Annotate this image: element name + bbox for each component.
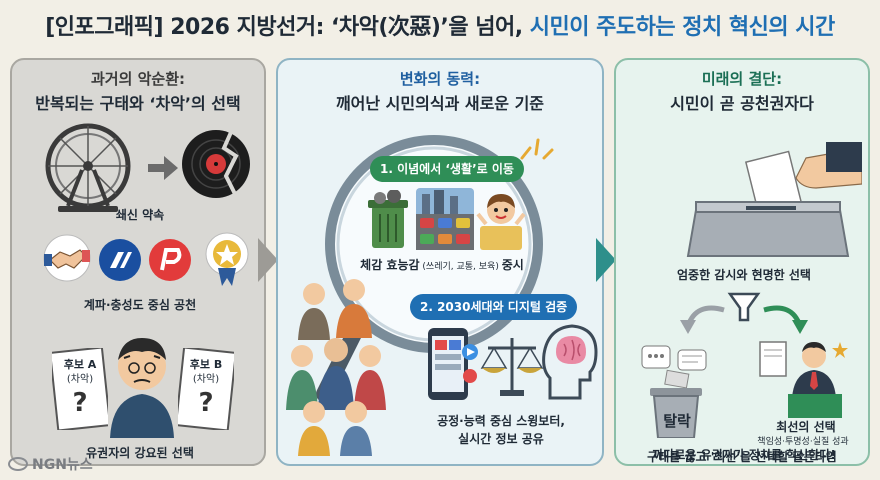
past-caption-nomination: 계파·충성도 중심 공천: [83, 298, 197, 312]
select-sub: 책임성·투명성·실질 성과: [757, 437, 849, 447]
title-part-1: [인포그래픽] 2026 지방선거: ‘차악(次惡)’을 넘어,: [45, 15, 530, 40]
step-2-caption-line1: 공정·능력 중심 스윙보터,: [437, 414, 565, 428]
trash-bin-icon: [368, 190, 408, 248]
scale-of-justice-icon: [480, 338, 544, 396]
candidate-a-line2: (차악): [66, 374, 94, 385]
future-kicker: 미래의 결단:: [701, 70, 783, 88]
candidate-a-line1: 후보 A: [63, 358, 97, 371]
globe-logo-icon: [8, 457, 28, 471]
handshake-icon: [43, 234, 91, 282]
smartphone-icon: [428, 328, 478, 400]
select-label: 최선의 선택: [776, 420, 836, 434]
candidate-b-sign: [178, 348, 234, 430]
future-heading: 시민이 곧 공천권자다: [670, 94, 814, 113]
broken-record-icon: [182, 129, 250, 201]
citizens-group-icon: [286, 279, 386, 456]
step-1-caption: 체감 효능감 (쓰레기, 교통, 보육) 중시: [278, 256, 602, 273]
flow-arrow-2: [596, 238, 616, 282]
arrow-right-icon: [148, 156, 178, 180]
past-kicker: 과거의 악순환:: [90, 70, 186, 88]
publisher-logo: NGN뉴스: [8, 454, 93, 474]
step-1-caption-tail: 중시: [501, 258, 524, 272]
reject-label: 탈락: [663, 412, 691, 430]
ballot-box-icon: [686, 142, 862, 257]
past-caption-promise: 쇄신 약속: [115, 208, 165, 222]
past-caption-forced-choice: 유권자의 강요된 선택: [86, 446, 194, 460]
rejected-bin-icon: [641, 345, 707, 438]
title-part-2: 시민이 주도하는 정치 혁신의 시간: [529, 15, 836, 40]
sparkle-icon: [520, 138, 554, 160]
logo-text: NGN뉴스: [32, 457, 93, 473]
party-red-logo-icon: [149, 239, 191, 281]
page-title: [인포그래픽] 2026 지방선거: ‘차악(次惡)’을 넘어, 시민이 주도하…: [0, 8, 880, 48]
change-heading: 깨어난 시민의식과 새로운 기준: [335, 94, 545, 113]
party-blue-logo-icon: [99, 239, 141, 281]
happy-child-icon: [476, 194, 526, 250]
step-2-caption-line2: 실시간 정보 공유: [458, 432, 544, 446]
star-badge-icon: [205, 232, 249, 286]
step-1-caption-small: (쓰레기, 교통, 보육): [419, 262, 502, 272]
panel-past: 과거의 악순환: 반복되는 구태와 ‘차악’의 선택 쇄신 약속: [10, 58, 266, 466]
step-1-pill: 1. 이념에서 ‘생활’로 이동: [370, 156, 524, 182]
candidate-a-question-icon: ?: [72, 388, 88, 418]
candidate-b-line1: 후보 B: [189, 358, 223, 371]
closing-line-1: 까다로운 유권자가 정치를 혁신한다!: [652, 448, 836, 462]
step-1-caption-main: 체감 효능감: [360, 258, 420, 272]
closing-line-2: 구태를 끊고 '최선'을 선택할 골든타임: [647, 450, 837, 464]
past-heading: 반복되는 구태와 ‘차악’의 선택: [35, 94, 241, 113]
candidate-a-sign: [52, 348, 108, 430]
panel-change: 변화의 동력: 깨어난 시민의식과 새로운 기준 1. 이념에서 ‘생활’로 이…: [276, 58, 604, 466]
chosen-candidate-icon: [759, 341, 848, 418]
candidate-b-line2: (차악): [192, 374, 220, 385]
change-kicker: 변화의 동력:: [399, 70, 481, 88]
brain-head-icon: [542, 324, 598, 400]
flow-arrow-1: [258, 238, 278, 282]
hamster-wheel-icon: [45, 123, 131, 212]
panel-future: 미래의 결단: 시민이 곧 공천권자다 엄중한 감시와 현명한 선택 탈락: [614, 58, 870, 466]
traffic-jam-icon: [416, 188, 474, 250]
vote-caption: 엄중한 감시와 현명한 선택: [677, 268, 811, 282]
filter-funnel-icon: [680, 292, 808, 334]
step-2-pill: 2. 2030세대와 디지털 검증: [410, 294, 578, 320]
candidate-b-question-icon: ?: [198, 388, 214, 418]
stressed-voter-icon: [110, 338, 174, 438]
